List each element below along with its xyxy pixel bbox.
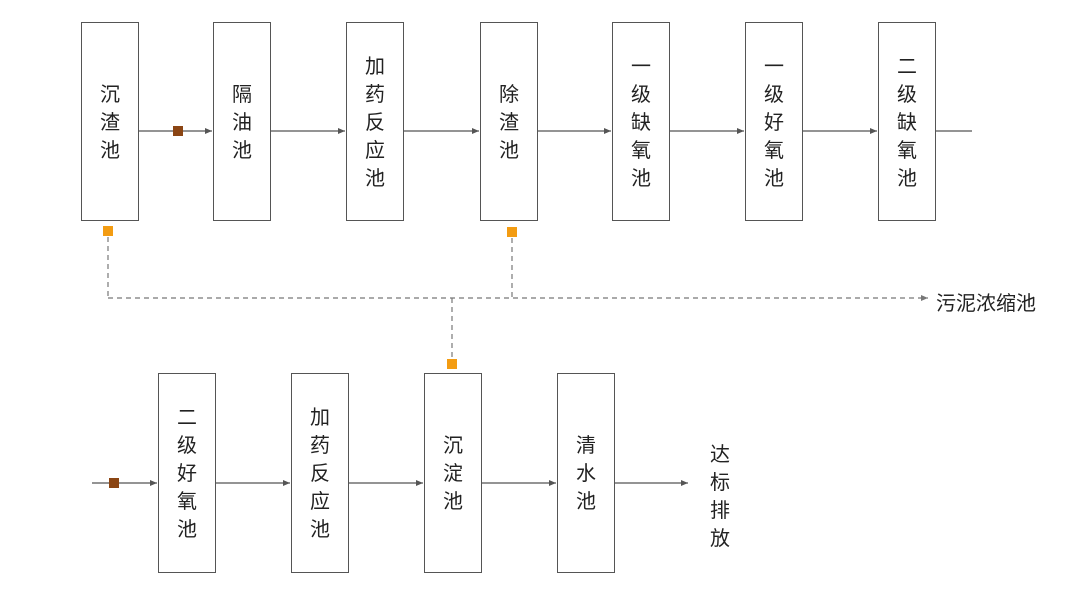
node-haoyang-2-label: 二级好氧池 bbox=[177, 405, 197, 541]
node-chendian: 沉淀池 bbox=[424, 373, 482, 573]
sludge-outlet-chendian bbox=[447, 359, 457, 369]
node-qingshui-label: 清水池 bbox=[576, 433, 596, 513]
node-chenzha: 沉渣池 bbox=[81, 22, 139, 221]
node-jiayao-1: 加药反应池 bbox=[346, 22, 404, 221]
node-geyou: 隔油池 bbox=[213, 22, 271, 221]
node-haoyang-1: 一级好氧池 bbox=[745, 22, 803, 221]
sludge-thickener-label: 污泥浓缩池 bbox=[936, 291, 1036, 315]
pump-marker-1 bbox=[173, 126, 183, 136]
node-jiayao-2: 加药反应池 bbox=[291, 373, 349, 573]
node-queyang-2-label: 二级缺氧池 bbox=[897, 53, 917, 190]
node-queyang-1-label: 一级缺氧池 bbox=[631, 53, 651, 190]
node-haoyang-2: 二级好氧池 bbox=[158, 373, 216, 573]
node-chuzha: 除渣池 bbox=[480, 22, 538, 221]
node-geyou-label: 隔油池 bbox=[232, 81, 252, 162]
sludge-outlet-chenzha bbox=[103, 226, 113, 236]
discharge-label: 达标排放 bbox=[710, 442, 730, 550]
node-queyang-1: 一级缺氧池 bbox=[612, 22, 670, 221]
node-qingshui: 清水池 bbox=[557, 373, 615, 573]
node-chendian-label: 沉淀池 bbox=[443, 433, 463, 513]
node-queyang-2: 二级缺氧池 bbox=[878, 22, 936, 221]
node-jiayao-1-label: 加药反应池 bbox=[365, 53, 385, 190]
node-chenzha-label: 沉渣池 bbox=[100, 81, 120, 162]
pump-marker-2 bbox=[109, 478, 119, 488]
node-haoyang-1-label: 一级好氧池 bbox=[764, 53, 784, 190]
sludge-outlet-chuzha bbox=[507, 227, 517, 237]
node-jiayao-2-label: 加药反应池 bbox=[310, 405, 330, 541]
node-chuzha-label: 除渣池 bbox=[499, 81, 519, 162]
